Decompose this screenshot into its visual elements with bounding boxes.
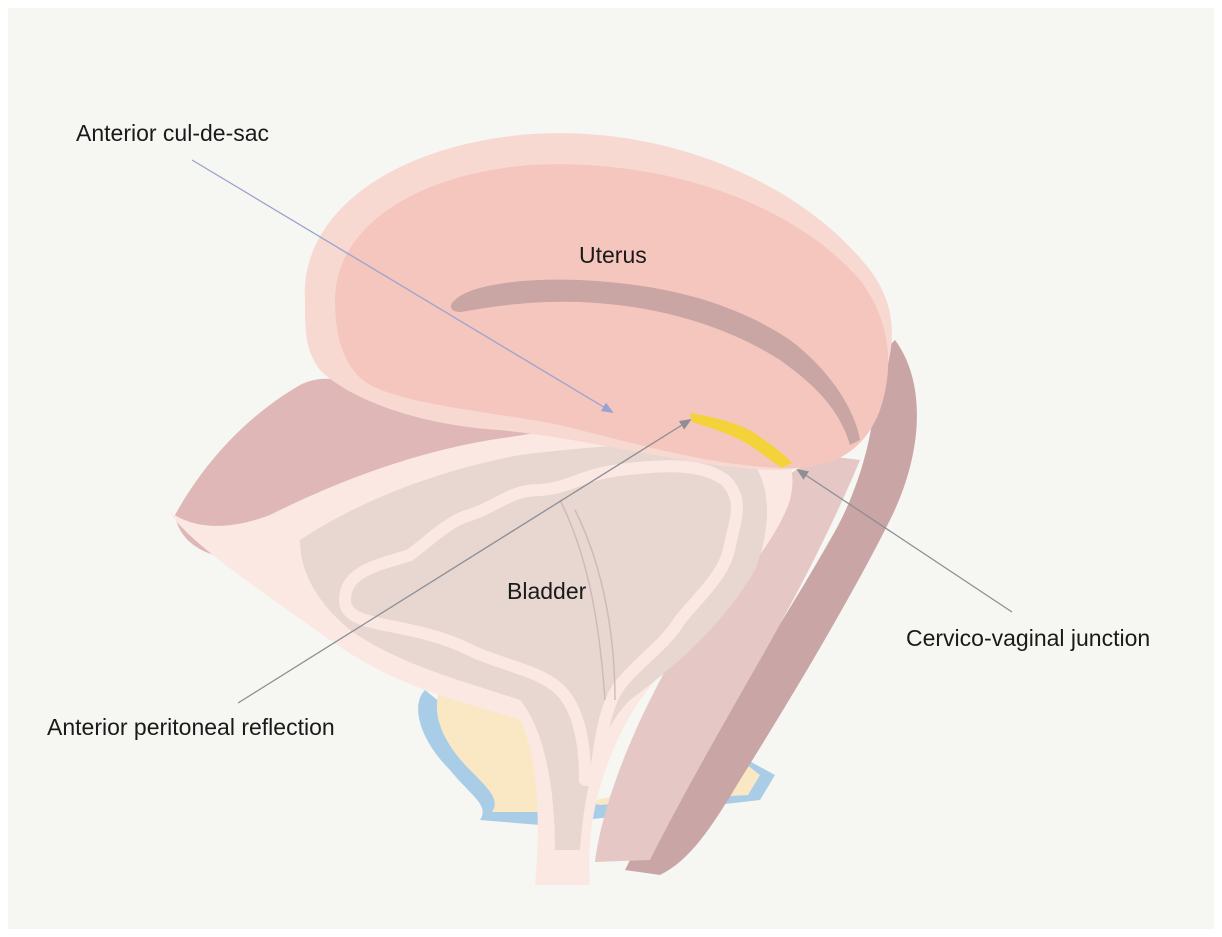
label-bladder: Bladder — [507, 580, 586, 603]
label-cervico-vaginal-junction: Cervico-vaginal junction — [906, 627, 1150, 650]
label-anterior-cul-de-sac: Anterior cul-de-sac — [76, 122, 269, 145]
label-uterus: Uterus — [579, 244, 647, 267]
label-anterior-peritoneal-reflection: Anterior peritoneal reflection — [47, 716, 335, 739]
